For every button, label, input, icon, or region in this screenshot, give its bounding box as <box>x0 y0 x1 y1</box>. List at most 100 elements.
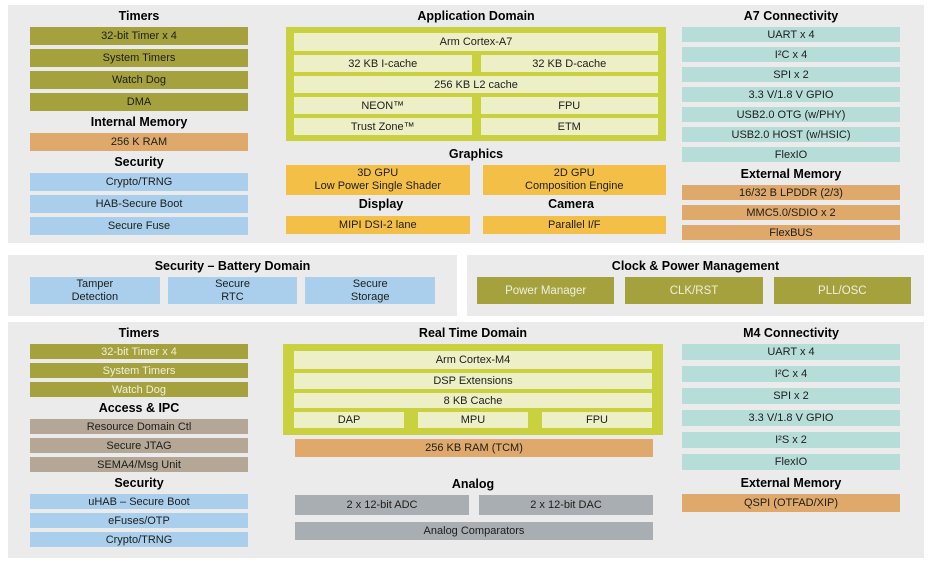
block-flexio-a7: FlexIO <box>682 147 900 162</box>
section-title-external-memory-m4: External Memory <box>740 476 842 490</box>
block-dma: DMA <box>30 93 248 111</box>
block-uart-m4: UART x 4 <box>682 344 900 360</box>
block-3d-gpu-line2: Low Power Single Shader <box>314 180 442 192</box>
cell-32kb-icache: 32 KB I-cache <box>294 55 472 72</box>
block-256kb-ram-tcm: 256 KB RAM (TCM) <box>295 439 653 457</box>
block-gpio-m4: 3.3 V/1.8 V GPIO <box>682 410 900 426</box>
block-secure-fuse: Secure Fuse <box>30 217 248 235</box>
block-flexio-m4: FlexIO <box>682 454 900 470</box>
block-mipi-dsi: MIPI DSI-2 lane <box>286 216 470 234</box>
block-pll-osc: PLL/OSC <box>773 277 911 304</box>
cell-dap: DAP <box>294 412 404 428</box>
section-title-security-a7: Security <box>114 155 164 169</box>
section-title-internal-memory: Internal Memory <box>90 115 188 129</box>
cell-dsp-extensions: DSP Extensions <box>294 373 652 389</box>
block-parallel-if: Parallel I/F <box>482 216 666 234</box>
block-2d-gpu-line1: 2D GPU <box>553 167 595 179</box>
cell-arm-cortex-m4: Arm Cortex-M4 <box>294 351 652 369</box>
section-title-access-ipc: Access & IPC <box>98 401 180 415</box>
block-secure-storage: Secure Storage <box>305 277 436 304</box>
block-mmc-sdio: MMC5.0/SDIO x 2 <box>682 205 900 220</box>
block-256k-ram: 256 K RAM <box>30 133 248 151</box>
block-secure-rtc: Secure RTC <box>167 277 298 304</box>
cell-trust-zone: Trust Zone™ <box>294 118 472 135</box>
block-hab-secure-boot: HAB-Secure Boot <box>30 195 248 213</box>
rtc-line2: RTC <box>221 290 244 303</box>
section-title-timers-a7: Timers <box>118 9 160 23</box>
rtc-line1: Secure <box>215 277 250 290</box>
section-title-graphics: Graphics <box>448 147 504 161</box>
block-resource-domain-ctl: Resource Domain Ctl <box>30 419 248 434</box>
cell-8kb-cache: 8 KB Cache <box>294 393 652 408</box>
section-title-security-battery: Security – Battery Domain <box>154 259 311 273</box>
tamper-line1: Tamper <box>76 277 114 290</box>
block-gpio-a7: 3.3 V/1.8 V GPIO <box>682 87 900 102</box>
block-usb-host: USB2.0 HOST (w/HSIC) <box>682 127 900 142</box>
section-title-security-m4: Security <box>114 476 164 490</box>
section-title-m4-connectivity: M4 Connectivity <box>743 326 839 340</box>
section-title-application-domain: Application Domain <box>417 9 535 23</box>
cell-fpu-a7: FPU <box>480 97 658 114</box>
block-watch-dog: Watch Dog <box>30 71 248 89</box>
panel-security-battery-domain: Security – Battery Domain Tamper Detecti… <box>8 255 457 316</box>
block-i2s-m4: I²S x 2 <box>682 432 900 448</box>
section-title-external-memory-a7: External Memory <box>740 167 842 181</box>
block-system-timers-m4: System Timers <box>30 363 248 378</box>
a7-left-column: Timers 32-bit Timer x 4 System Timers Wa… <box>30 7 248 239</box>
block-3d-gpu-line1: 3D GPU <box>357 167 399 179</box>
block-crypto-trng: Crypto/TRNG <box>30 173 248 191</box>
cortex-m4-core-frame: Arm Cortex-M4 DSP Extensions 8 KB Cache … <box>283 344 663 435</box>
cell-arm-cortex-a7: Arm Cortex-A7 <box>294 33 658 51</box>
cell-fpu-m4: FPU <box>542 412 652 428</box>
storage-line1: Secure <box>352 277 388 290</box>
cortex-a7-core-frame: Arm Cortex-A7 32 KB I-cache 32 KB D-cach… <box>286 27 666 141</box>
section-title-display: Display <box>358 197 404 211</box>
tamper-line2: Detection <box>71 290 119 303</box>
section-title-camera: Camera <box>548 197 594 211</box>
block-2d-gpu: 2D GPU Composition Engine <box>482 165 666 195</box>
block-32bit-timer-x4-m4: 32-bit Timer x 4 <box>30 344 248 359</box>
block-efuses-otp: eFuses/OTP <box>30 513 248 528</box>
block-crypto-trng-m4: Crypto/TRNG <box>30 532 248 547</box>
block-analog-comparators: Analog Comparators <box>295 522 653 540</box>
block-qspi: QSPI (OTFAD/XIP) <box>682 494 900 512</box>
block-32bit-timer-x4: 32-bit Timer x 4 <box>30 27 248 45</box>
block-power-manager: Power Manager <box>477 277 615 304</box>
section-title-real-time-domain: Real Time Domain <box>418 326 528 340</box>
m4-right-column: M4 Connectivity UART x 4 I²C x 4 SPI x 2… <box>682 324 900 512</box>
section-title-timers-m4: Timers <box>118 326 160 340</box>
block-spi-m4: SPI x 2 <box>682 388 900 404</box>
block-usb-otg: USB2.0 OTG (w/PHY) <box>682 107 900 122</box>
block-clk-rst: CLK/RST <box>625 277 763 304</box>
block-watch-dog-m4: Watch Dog <box>30 382 248 397</box>
cell-256kb-l2-cache: 256 KB L2 cache <box>294 76 658 93</box>
block-2d-gpu-line2: Composition Engine <box>525 180 624 192</box>
block-flexbus: FlexBUS <box>682 225 900 240</box>
block-i2c-m4: I²C x 4 <box>682 366 900 382</box>
panel-a7-domain: Timers 32-bit Timer x 4 System Timers Wa… <box>8 5 924 243</box>
block-uhab-secure-boot: uHAB – Secure Boot <box>30 494 248 509</box>
block-uart-a7: UART x 4 <box>682 27 900 42</box>
a7-right-column: A7 Connectivity UART x 4 I²C x 4 SPI x 2… <box>682 7 900 245</box>
m4-left-column: Timers 32-bit Timer x 4 System Timers Wa… <box>30 324 248 551</box>
block-dac: 2 x 12-bit DAC <box>479 495 653 515</box>
panel-m4-domain: Timers 32-bit Timer x 4 System Timers Wa… <box>8 322 924 558</box>
panel-clock-power-management: Clock & Power Management Power Manager C… <box>467 255 924 316</box>
block-system-timers: System Timers <box>30 49 248 67</box>
block-i2c-a7: I²C x 4 <box>682 47 900 62</box>
section-title-clock-power: Clock & Power Management <box>611 259 780 273</box>
block-tamper-detection: Tamper Detection <box>30 277 160 304</box>
cell-32kb-dcache: 32 KB D-cache <box>480 55 658 72</box>
a7-center-column: Application Domain Arm Cortex-A7 32 KB I… <box>286 7 666 234</box>
storage-line2: Storage <box>350 290 390 303</box>
section-title-a7-connectivity: A7 Connectivity <box>743 9 839 23</box>
cell-etm: ETM <box>480 118 658 135</box>
block-lpddr: 16/32 B LPDDR (2/3) <box>682 185 900 200</box>
block-spi-a7: SPI x 2 <box>682 67 900 82</box>
cell-mpu: MPU <box>418 412 528 428</box>
cell-neon: NEON™ <box>294 97 472 114</box>
m4-center-column: Real Time Domain Arm Cortex-M4 DSP Exten… <box>283 324 663 540</box>
block-sema4-msg-unit: SEMA4/Msg Unit <box>30 457 248 472</box>
section-title-analog: Analog <box>451 477 495 491</box>
